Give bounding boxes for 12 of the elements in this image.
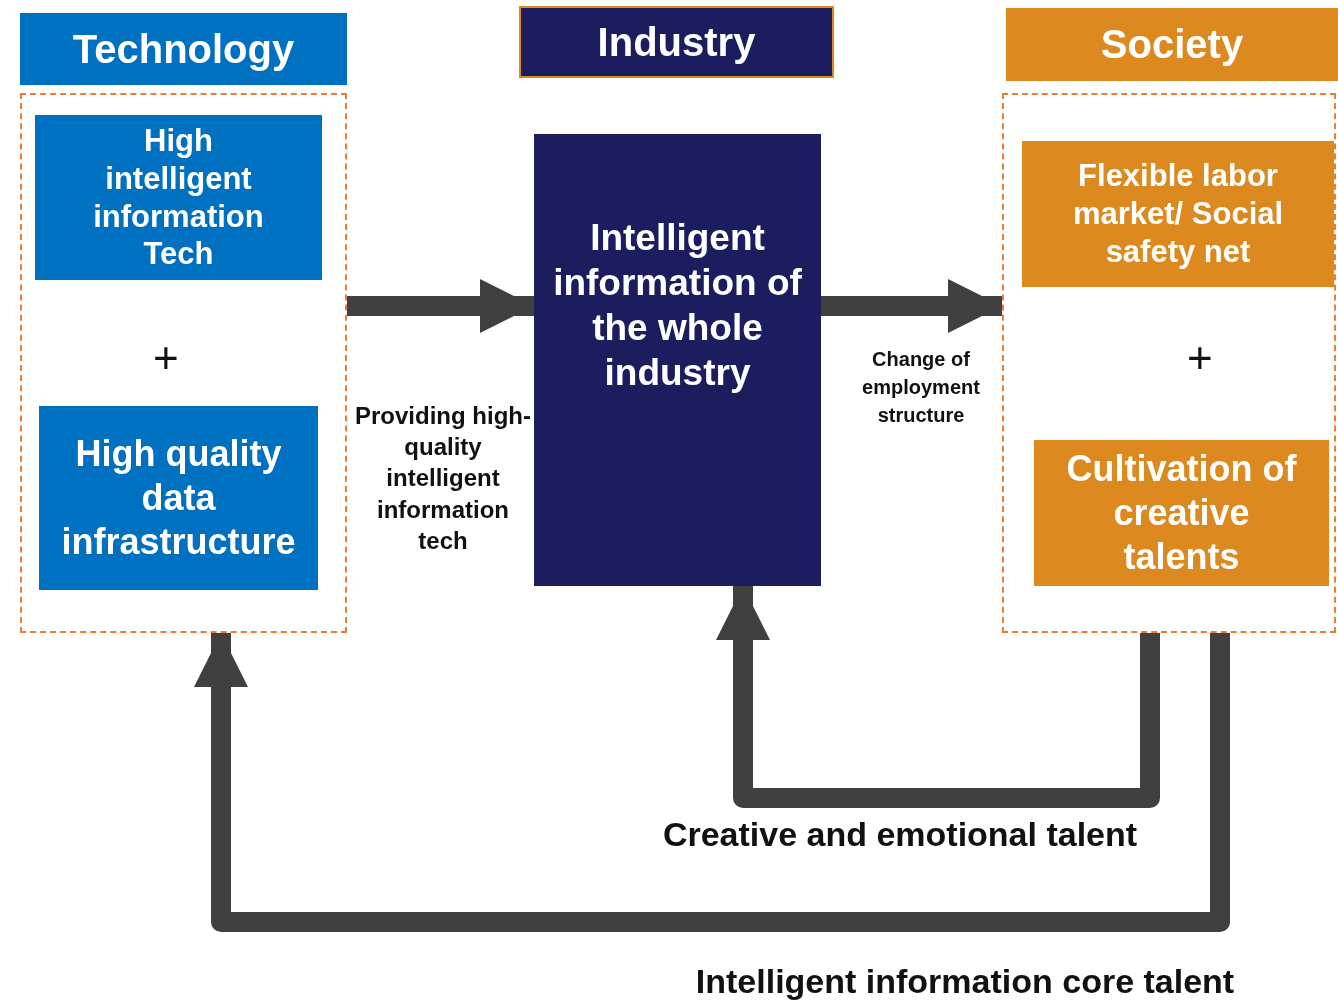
process-box: Flexible labor market/ Social safety net: [1022, 141, 1334, 287]
process-box: High intelligent information Tech: [35, 115, 322, 280]
header-band: Technology: [20, 13, 347, 85]
header-band: Society: [1006, 8, 1338, 81]
group-frame: [20, 93, 347, 633]
plus-sign: +: [1187, 336, 1213, 380]
process-box: Cultivation of creative talents: [1034, 440, 1329, 586]
group-frame: [1002, 93, 1336, 633]
process-box: High quality data infrastructure: [39, 406, 318, 590]
plus-sign: +: [153, 336, 179, 380]
process-box: Intelligent information of the whole industry: [534, 134, 821, 586]
header-band: Industry: [519, 6, 834, 78]
